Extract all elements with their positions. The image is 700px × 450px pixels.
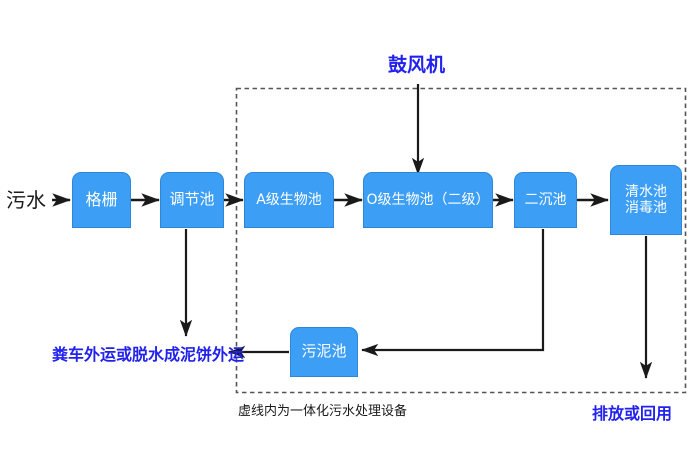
- integrated-equipment-dashed-box: [235, 87, 687, 394]
- node-clearwater-tank-label: 清水池: [625, 183, 667, 200]
- node-secondary-clarifier-label: 二沉池: [524, 191, 567, 208]
- node-sludge-tank[interactable]: 污泥池: [290, 327, 358, 377]
- node-grille[interactable]: 格栅: [72, 172, 131, 228]
- sludge-disposal-label: 粪车外运或脱水成泥饼外运: [52, 345, 245, 364]
- inlet-label: 污水: [6, 188, 46, 212]
- node-regulating-tank[interactable]: 调节池: [160, 172, 224, 228]
- node-a-stage-bio-tank-label: A级生物池: [256, 191, 322, 208]
- blower-label: 鼓风机: [388, 54, 446, 76]
- dashed-box-caption: 虚线内为一体化污水处理设备: [238, 404, 408, 419]
- node-o-stage-bio-tank-label: O级生物池（二级）: [366, 191, 490, 208]
- arrow-secondary-to-sludge-tank: [361, 229, 545, 357]
- node-a-stage-bio-tank[interactable]: A级生物池: [244, 172, 334, 228]
- node-secondary-clarifier[interactable]: 二沉池: [514, 172, 577, 228]
- node-regulating-tank-label: 调节池: [169, 190, 215, 209]
- node-o-stage-bio-tank[interactable]: O级生物池（二级）: [363, 172, 493, 228]
- node-clearwater-disinfection-tank[interactable]: 清水池 消毒池: [610, 165, 682, 235]
- node-disinfection-tank-label: 消毒池: [625, 200, 667, 216]
- node-grille-label: 格栅: [85, 189, 118, 209]
- node-sludge-tank-label: 污泥池: [301, 342, 347, 361]
- discharge-reuse-label: 排放或回用: [592, 404, 673, 423]
